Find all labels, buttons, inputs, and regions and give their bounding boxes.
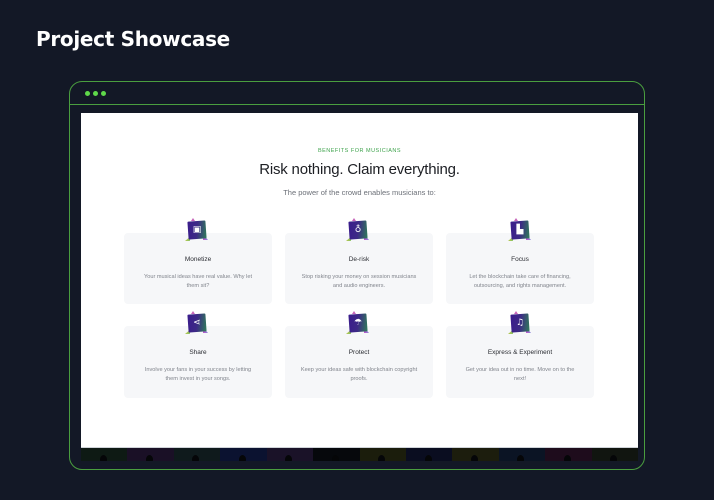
thumbnail [591, 448, 638, 461]
thumbnail [127, 448, 174, 461]
benefit-description: Get your idea out in no time. Move on to… [465, 367, 575, 382]
benefit-title: Protect [348, 349, 370, 356]
thumbnail [545, 448, 592, 461]
section-headline: Risk nothing. Claim everything. [259, 161, 460, 178]
window-dots [85, 91, 106, 96]
benefit-title: Express & Experiment [487, 349, 553, 356]
thumbnail [359, 448, 406, 461]
thumbnail-strip [81, 448, 638, 461]
benefits-section: Benefits for musicians Risk nothing. Cla… [81, 113, 638, 448]
window-dot-icon [93, 91, 98, 96]
benefit-description: Involve your fans in your success by let… [144, 367, 252, 382]
chart-focus-icon: ▙ [508, 218, 531, 241]
benefit-card-express-experiment: Express & Experiment Get your idea out i… [446, 326, 594, 398]
benefit-title: Focus [511, 256, 529, 263]
benefit-title: De-risk [348, 256, 370, 263]
share-icon: ⋖ [185, 311, 208, 334]
website-screenshot: Benefits for musicians Risk nothing. Cla… [81, 113, 638, 461]
page-title: Project Showcase [36, 27, 230, 51]
benefit-card-focus: Focus Let the blockchain take care of fi… [446, 233, 594, 304]
section-eyebrow: Benefits for musicians [317, 148, 402, 154]
thumbnail [266, 448, 314, 461]
benefit-card-monetize: Monetize Your musical ideas have real va… [124, 233, 272, 304]
thumbnail [313, 448, 360, 461]
benefit-card-share: Share Involve your fans in your success … [124, 326, 272, 398]
thumbnail [81, 448, 128, 461]
window-dot-icon [101, 91, 106, 96]
benefit-description: Keep your ideas safe with blockchain cop… [300, 367, 418, 382]
benefit-title: Monetize [184, 256, 212, 263]
thumbnail [220, 448, 267, 461]
benefit-card-protect: Protect Keep your ideas safe with blockc… [285, 326, 433, 398]
browser-title-bar [70, 82, 644, 105]
shield-lightbulb-icon: ♁ [346, 218, 369, 241]
window-dot-icon [85, 91, 90, 96]
wallet-icon: ▣ [185, 218, 208, 241]
thumbnail [498, 448, 546, 461]
music-note-icon: ♫ [508, 311, 531, 334]
benefit-description: Let the blockchain take care of financin… [469, 274, 571, 289]
thumbnail [405, 448, 453, 461]
benefit-description: Your musical ideas have real value. Why … [144, 274, 252, 289]
browser-mockup-frame: Benefits for musicians Risk nothing. Cla… [69, 81, 645, 470]
benefit-title: Share [189, 349, 207, 356]
thumbnail [452, 448, 499, 461]
benefit-card-de-risk: De-risk Stop risking your money on sessi… [285, 233, 433, 304]
umbrella-icon: ☂ [346, 311, 369, 334]
thumbnail [173, 448, 221, 461]
section-subline: The power of the crowd enables musicians… [283, 188, 436, 197]
benefit-description: Stop risking your money on session music… [301, 274, 417, 289]
